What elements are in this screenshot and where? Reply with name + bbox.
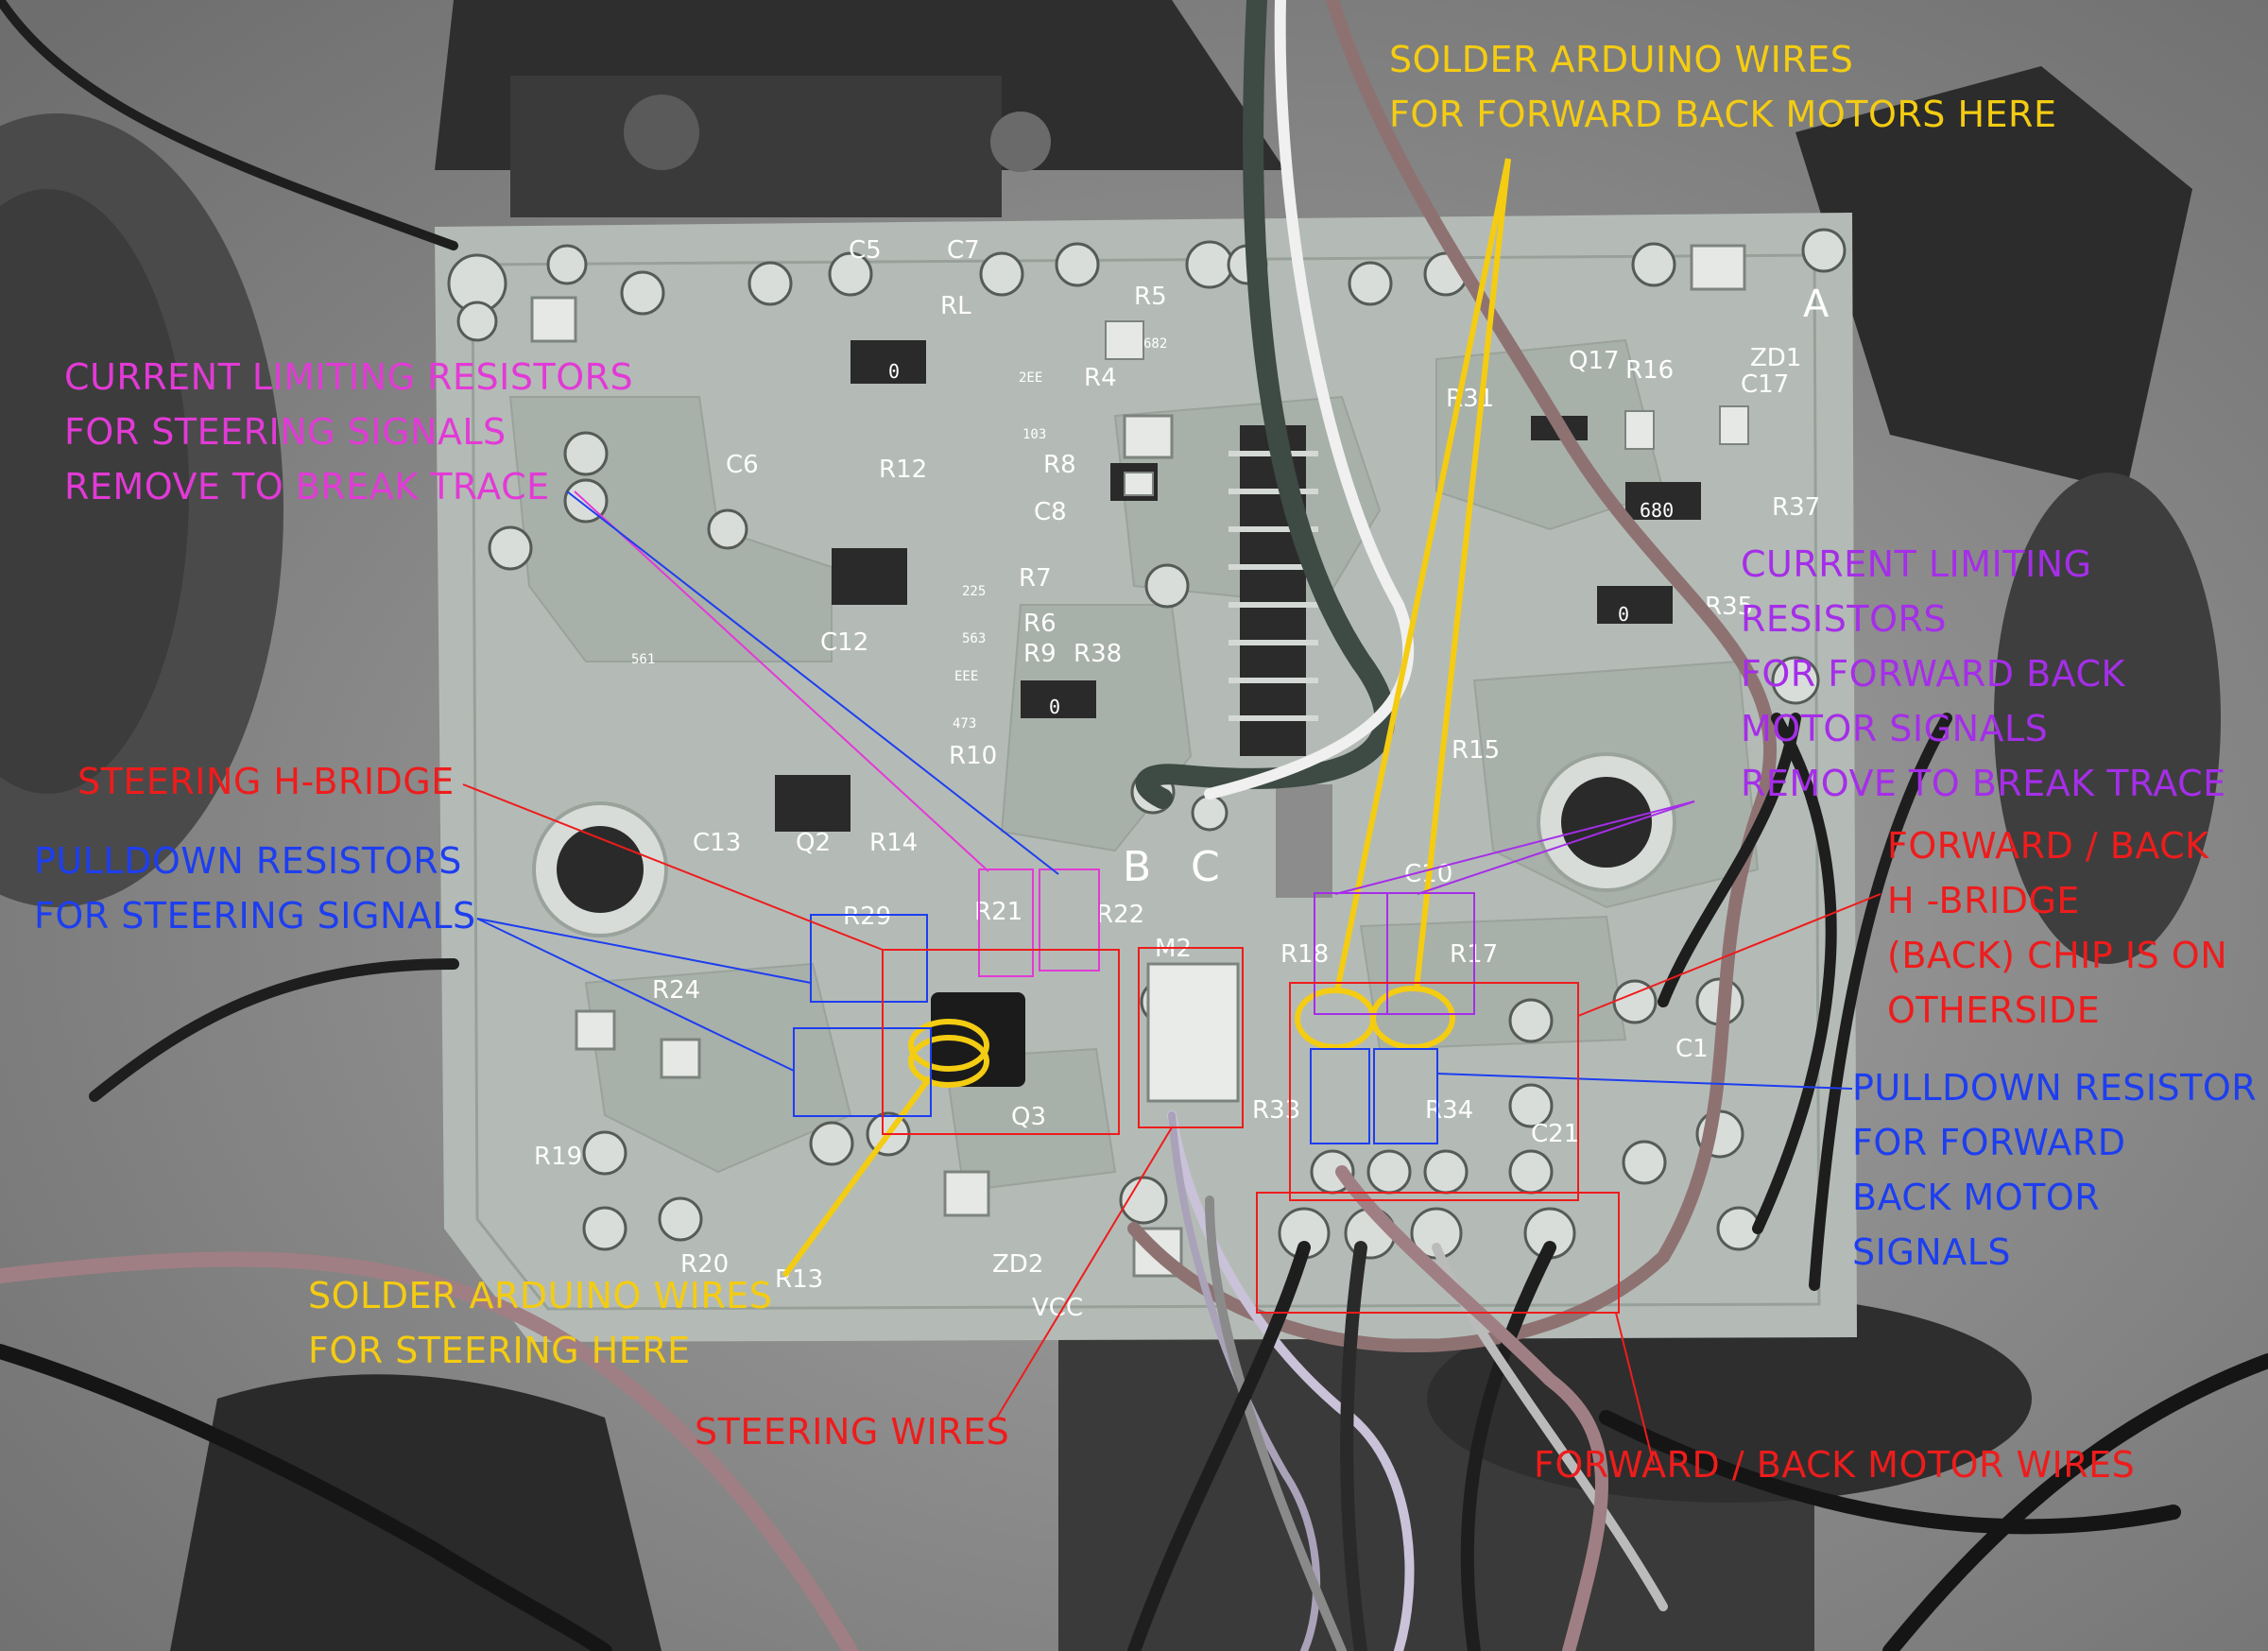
silk-label: Q3: [1011, 1103, 1046, 1131]
blue-markers: [476, 490, 1853, 1144]
silk-label: R34: [1425, 1096, 1473, 1125]
silk-label: C7: [947, 236, 980, 265]
solder-forward-back-label: SOLDER ARDUINO WIRES FOR FORWARD BACK MO…: [1389, 39, 2057, 135]
solder-steering-label: SOLDER ARDUINO WIRES FOR STEERING HERE: [308, 1275, 773, 1371]
current-limiting-forward-back-label: CURRENT LIMITING RESISTORS FOR FORWARD B…: [1741, 543, 2226, 804]
forward-back-h-bridge-label: FORWARD / BACK H -BRIDGE (BACK) CHIP IS …: [1887, 825, 2228, 1031]
silk-label: R38: [1074, 640, 1122, 668]
silk-label: RL: [940, 292, 971, 320]
smd-marking: 0: [1618, 603, 1629, 626]
silk-label: R19: [534, 1143, 582, 1171]
silk-label: R31: [1446, 385, 1494, 413]
silk-label: R22: [1096, 901, 1144, 929]
silk-label: R5: [1134, 283, 1167, 311]
smd-marking: 0: [1049, 696, 1060, 718]
silk-label: R9: [1023, 640, 1057, 668]
silk-label: R6: [1023, 610, 1057, 638]
magenta-markers: [574, 490, 1100, 977]
silk-label: ZD2: [992, 1250, 1043, 1279]
smd-marking: 225: [962, 584, 986, 599]
silk-label: R10: [949, 742, 997, 770]
smd-marking: 103: [1022, 427, 1046, 442]
silk-label: R24: [652, 976, 700, 1005]
yellow-markers: [782, 158, 1511, 1278]
silk-label: C12: [820, 628, 868, 657]
smd-marking: 682: [1143, 336, 1167, 352]
forward-back-motor-wires-label: FORWARD / BACK MOTOR WIRES: [1534, 1444, 2136, 1486]
silk-label: R21: [974, 898, 1022, 926]
smd-marking: 2EE: [1019, 370, 1042, 386]
silk-label: R16: [1625, 356, 1674, 385]
silk-label: R37: [1772, 493, 1820, 522]
silk-label: R12: [879, 456, 927, 484]
steering-h-bridge-label: STEERING H-BRIDGE: [77, 761, 455, 802]
smd-marking: 563: [962, 631, 986, 646]
purple-markers: [1314, 800, 1695, 1015]
silk-label: R14: [869, 829, 918, 857]
silk-label: C13: [693, 829, 741, 857]
silk-label: C1: [1675, 1035, 1709, 1063]
pulldown-steering-label: PULLDOWN RESISTORS FOR STEERING SIGNALS: [34, 840, 476, 937]
silk-label: R13: [775, 1265, 823, 1294]
silk-label: B: [1123, 843, 1151, 891]
silk-label: R18: [1280, 940, 1329, 969]
smd-marking: 680: [1640, 499, 1674, 522]
silk-label: C5: [849, 236, 882, 265]
silk-label: Q17: [1569, 347, 1620, 375]
smd-marking: 0: [888, 360, 900, 383]
silk-label: R15: [1452, 736, 1500, 765]
silk-label: R29: [843, 903, 891, 931]
silk-label: R7: [1019, 564, 1052, 593]
steering-wires-label: STEERING WIRES: [695, 1411, 1010, 1453]
silk-label: C: [1191, 843, 1220, 891]
silk-label: Q2: [796, 829, 831, 857]
smd-marking: EEE: [954, 669, 978, 684]
silk-label: R20: [680, 1250, 729, 1279]
silk-label: R33: [1252, 1096, 1300, 1125]
silk-label: R8: [1043, 451, 1076, 479]
silk-label: C8: [1034, 498, 1067, 526]
silk-label: A: [1803, 283, 1830, 326]
smd-marking: 473: [953, 716, 976, 731]
silk-label: C21: [1531, 1120, 1579, 1148]
silk-label: C6: [726, 451, 759, 479]
red-markers: [462, 783, 1881, 1466]
silk-label: R4: [1084, 364, 1117, 392]
smd-marking: 561: [631, 652, 655, 667]
silk-label: ZD1: [1750, 344, 1801, 372]
pulldown-forward-back-label: PULLDOWN RESISTOR FOR FORWARD BACK MOTOR…: [1852, 1067, 2258, 1273]
current-limiting-steering-label: CURRENT LIMITING RESISTORS FOR STEERING …: [64, 356, 634, 507]
silk-label: C17: [1741, 370, 1789, 399]
